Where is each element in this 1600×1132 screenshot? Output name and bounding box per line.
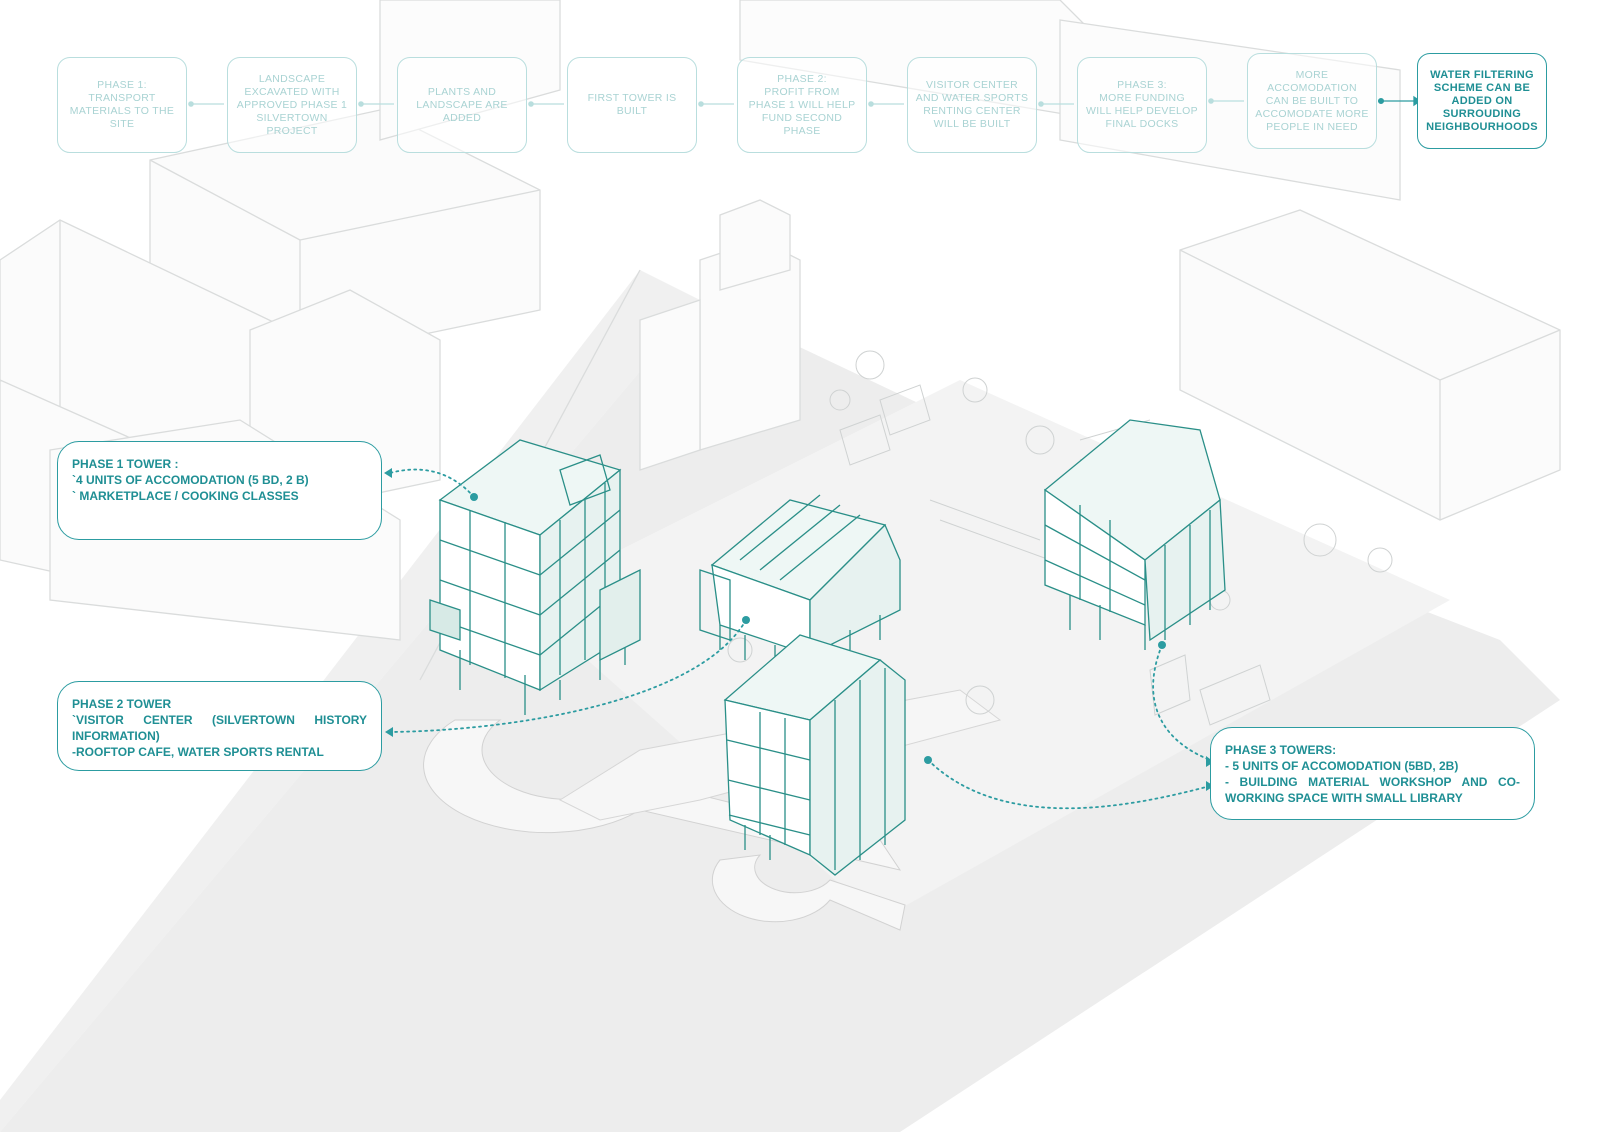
callout-line: `4 UNITS OF ACCOMODATION (5 BD, 2 B): [72, 473, 309, 487]
process-step-6: VISITOR CENTER AND WATER SPORTS RENTING …: [907, 57, 1037, 153]
process-step-8: MORE ACCOMODATION CAN BE BUILT TO ACCOMO…: [1247, 53, 1377, 149]
landscape-elements: [727, 350, 1393, 726]
callout-line: ` MARKETPLACE / COOKING CLASSES: [72, 489, 299, 503]
process-step-3: PLANTS AND LANDSCAPE ARE ADDED: [397, 57, 527, 153]
phase-3-callout: PHASE 3 TOWERS: - 5 UNITS OF ACCOMODATIO…: [1210, 727, 1535, 820]
process-connectors: [188, 98, 1244, 107]
process-step-text: MORE ACCOMODATION CAN BE BUILT TO ACCOMO…: [1255, 68, 1369, 133]
final-connector: [1377, 95, 1422, 107]
phase-2-tower: [699, 494, 901, 670]
process-step-5: PHASE 2: PROFIT FROM PHASE 1 WILL HELP F…: [737, 57, 867, 153]
callout-line: `VISITOR CENTER (SILVERTOWN HISTORY INFO…: [72, 713, 367, 743]
callout-title: PHASE 1 TOWER :: [72, 457, 179, 471]
callout-line: - BUILDING MATERIAL WORKSHOP AND CO-WORK…: [1225, 775, 1520, 805]
process-step-7: PHASE 3: MORE FUNDING WILL HELP DEVELOP …: [1077, 57, 1207, 153]
process-step-2: LANDSCAPE EXCAVATED WITH APPROVED PHASE …: [227, 57, 357, 153]
process-step-text: PHASE 3: MORE FUNDING WILL HELP DEVELOP …: [1086, 79, 1198, 130]
process-step-1: PHASE 1: TRANSPORT MATERIALS TO THE SITE: [57, 57, 187, 153]
leader-lines: [389, 468, 1211, 810]
callout-title: PHASE 3 TOWERS:: [1225, 743, 1337, 757]
phase-1-tower: [429, 439, 641, 715]
process-step-text: VISITOR CENTER AND WATER SPORTS RENTING …: [915, 79, 1029, 130]
phase-3-tower-back: [1043, 419, 1226, 650]
process-step-text: PHASE 2: PROFIT FROM PHASE 1 WILL HELP F…: [748, 72, 856, 137]
callout-line: -ROOFTOP CAFE, WATER SPORTS RENTAL: [72, 745, 324, 759]
process-step-4: FIRST TOWER IS BUILT: [567, 57, 697, 153]
process-step-text: PLANTS AND LANDSCAPE ARE ADDED: [416, 85, 508, 124]
phase-3-tower-front: [723, 634, 906, 876]
process-step-text: PHASE 1: TRANSPORT MATERIALS TO THE SITE: [69, 79, 175, 130]
callout-line: - 5 UNITS OF ACCOMODATION (5BD, 2B): [1225, 759, 1459, 773]
process-step-text: FIRST TOWER IS BUILT: [587, 92, 677, 117]
process-step-text: LANDSCAPE EXCAVATED WITH APPROVED PHASE …: [236, 72, 348, 137]
process-step-text: WATER FILTERING SCHEME CAN BE ADDED ON S…: [1426, 68, 1538, 133]
phase-1-callout: PHASE 1 TOWER : `4 UNITS OF ACCOMODATION…: [57, 441, 382, 540]
callout-title: PHASE 2 TOWER: [72, 697, 172, 711]
process-step-9: WATER FILTERING SCHEME CAN BE ADDED ON S…: [1417, 53, 1547, 149]
phase-2-callout: PHASE 2 TOWER `VISITOR CENTER (SILVERTOW…: [57, 681, 382, 771]
